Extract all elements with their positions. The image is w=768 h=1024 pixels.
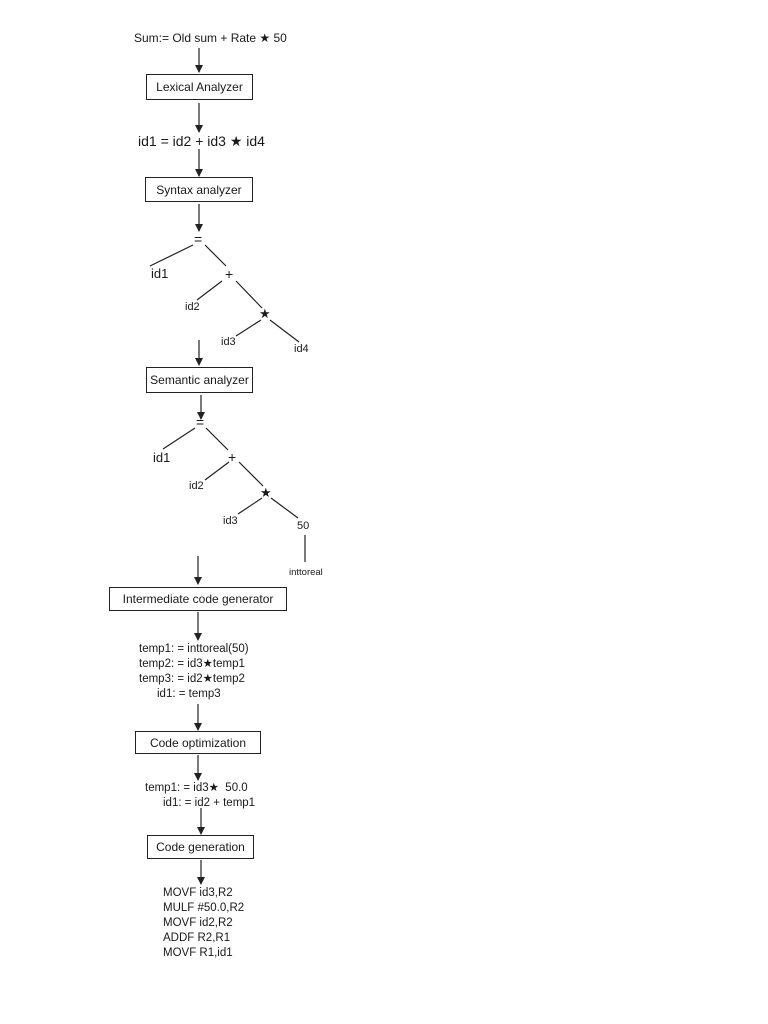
optimized-code-line-1: temp1: = id3★ 50.0 — [145, 782, 248, 794]
syntax-tree-root: = — [194, 231, 203, 247]
intermediate-code-line-2: temp2: = id3★temp1 — [139, 658, 245, 670]
syntax-edge-times-id3 — [235, 319, 262, 337]
semantic-analyzer-box: Semantic analyzer — [146, 367, 253, 393]
syntax-edge-times-id4 — [269, 319, 300, 343]
intermediate-code-line-4: id1: = temp3 — [157, 688, 221, 700]
syntax-tree-times: ★ — [259, 306, 271, 321]
semantic-tree-const: 50 — [297, 520, 310, 532]
semantic-tree-conversion: inttoreal — [289, 567, 323, 578]
semantic-tree-times: ★ — [260, 485, 272, 500]
target-code-line-5: MOVF R1,id1 — [163, 947, 233, 959]
intermediate-code-generator-box: Intermediate code generator — [109, 587, 287, 611]
semantic-tree-root: = — [196, 414, 205, 430]
semantic-edge-times-const — [270, 497, 299, 519]
syntax-tree-id4: id4 — [294, 343, 309, 355]
semantic-tree-id1: id1 — [153, 450, 171, 465]
input-statement: Sum:= Old sum + Rate ★ 50 — [134, 31, 287, 45]
semantic-tree-id2: id2 — [189, 480, 204, 492]
target-code-line-1: MOVF id3,R2 — [163, 887, 233, 899]
target-code-line-4: ADDF R2,R1 — [163, 932, 231, 944]
intermediate-code-line-3: temp3: = id2★temp2 — [139, 673, 245, 685]
syntax-tree-id3: id3 — [221, 336, 236, 348]
semantic-edge-plus-times — [238, 461, 264, 487]
syntax-analyzer-box: Syntax analyzer — [145, 177, 253, 202]
target-code-line-2: MULF #50.0,R2 — [163, 902, 245, 914]
optimized-code-line-2: id1: = id2 + temp1 — [163, 797, 256, 809]
semantic-edge-plus-id2 — [204, 461, 230, 481]
target-code-line-3: MOVF id2,R2 — [163, 917, 233, 929]
syntax-tree-id2: id2 — [185, 301, 200, 313]
intermediate-code-line-1: temp1: = inttoreal(50) — [139, 643, 249, 655]
syntax-tree-plus: + — [225, 266, 234, 282]
syntax-tree-id1: id1 — [151, 266, 169, 281]
semantic-edge-times-id3 — [237, 497, 263, 515]
semantic-tree-plus: + — [228, 449, 237, 465]
code-optimization-box: Code optimization — [135, 731, 261, 754]
token-stream: id1 = id2 + id3 ★ id4 — [138, 133, 265, 149]
syntax-edge-plus-id2 — [196, 280, 223, 301]
syntax-edge-root-plus — [204, 244, 227, 267]
lexical-analyzer-box: Lexical Analyzer — [146, 74, 253, 100]
code-generation-box: Code generation — [147, 835, 254, 859]
syntax-edge-root-id1 — [149, 244, 194, 267]
semantic-edge-root-plus — [205, 427, 229, 451]
semantic-tree-id3: id3 — [223, 515, 238, 527]
semantic-edge-root-id1 — [162, 427, 196, 450]
syntax-edge-plus-times — [235, 280, 263, 309]
